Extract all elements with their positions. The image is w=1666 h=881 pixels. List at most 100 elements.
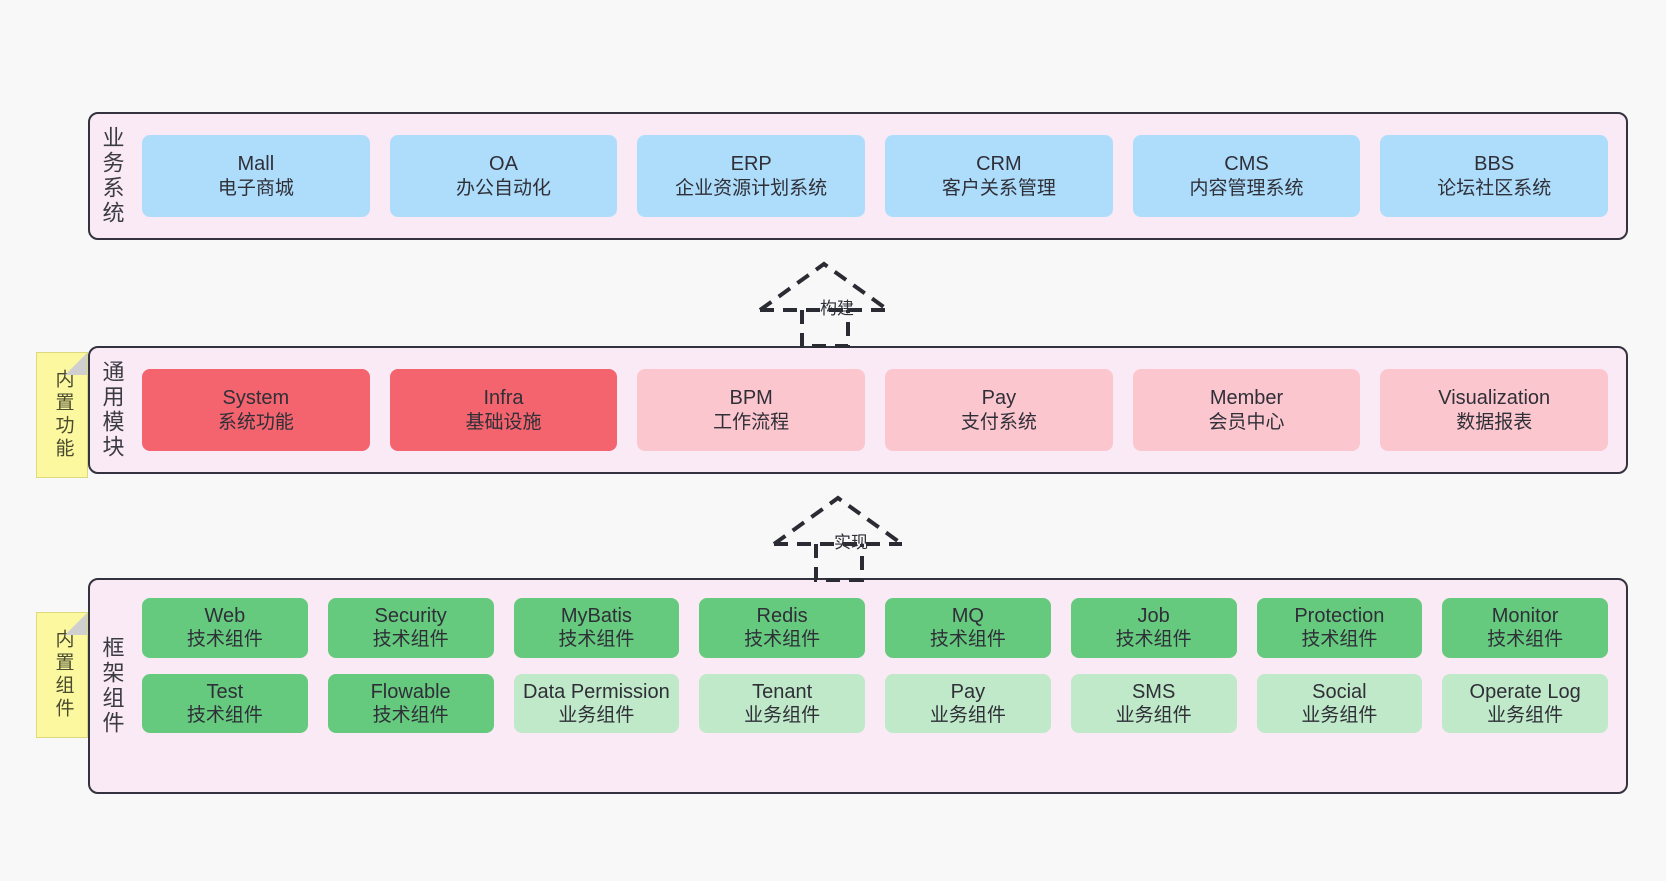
box-cn-label: 电子商城 <box>217 177 294 199</box>
box-cn-label: 内容管理系统 <box>1189 177 1304 199</box>
box-en-label: Security <box>374 605 447 627</box>
box-cn-label: 业务组件 <box>929 704 1006 726</box>
box-en-label: MyBatis <box>560 605 632 627</box>
box-en-label: Operate Log <box>1469 680 1581 703</box>
box-en-label: Tenant <box>752 680 813 703</box>
box-cn-label: 技术组件 <box>186 704 263 726</box>
component-box-flowable[interactable]: Flowable 技术组件 <box>327 673 494 734</box>
arrow-implement-label: 实现 <box>834 533 868 552</box>
box-cn-label: 技术组件 <box>744 629 821 651</box>
component-box-mq[interactable]: MQ 技术组件 <box>885 598 1051 658</box>
layer-framework-rows: Web 技术组件 Security 技术组件 MyBatis 技术组件 Redi… <box>134 580 1626 792</box>
layer-framework-title: 框架组件 <box>99 636 125 736</box>
box-cn-label: 业务组件 <box>744 704 821 726</box>
component-box-redis[interactable]: Redis 技术组件 <box>699 598 865 658</box>
component-box-sms[interactable]: SMS 业务组件 <box>1070 673 1237 734</box>
module-box-infra[interactable]: Infra 基础设施 <box>389 369 618 451</box>
system-box-mall[interactable]: Mall 电子商城 <box>142 135 370 217</box>
box-cn-label: 技术组件 <box>558 629 635 651</box>
box-cn-label: 技术组件 <box>1115 629 1192 651</box>
box-cn-label: 数据报表 <box>1456 411 1533 433</box>
note-builtin-components-label: 内置组件 <box>52 629 74 721</box>
box-en-label: Pay <box>950 680 986 703</box>
layer-common-modules: 通用模块 System 系统功能 Infra 基础设施 BPM 工作流程 Pay… <box>88 346 1628 474</box>
box-en-label: Test <box>206 680 244 703</box>
module-box-bpm[interactable]: BPM 工作流程 <box>637 369 866 451</box>
box-en-label: SMS <box>1131 680 1176 703</box>
module-box-visualization[interactable]: Visualization 数据报表 <box>1380 369 1609 451</box>
box-en-label: Visualization <box>1438 387 1551 410</box>
box-en-label: Redis <box>756 605 808 627</box>
box-cn-label: 办公自动化 <box>456 177 552 199</box>
layer-modules-boxes: System 系统功能 Infra 基础设施 BPM 工作流程 Pay 支付系统… <box>134 348 1626 472</box>
note-builtin-features: 内置功能 <box>36 352 88 478</box>
component-box-data-permission[interactable]: Data Permission 业务组件 <box>513 673 680 734</box>
arrow-implement: 实现 <box>766 490 926 582</box>
box-en-label: Member <box>1209 387 1284 410</box>
system-box-bbs[interactable]: BBS 论坛社区系统 <box>1380 135 1609 217</box>
system-box-oa[interactable]: OA 办公自动化 <box>389 135 618 217</box>
box-cn-label: 支付系统 <box>960 411 1037 433</box>
box-en-label: BPM <box>729 387 773 410</box>
framework-row-business: Test 技术组件 Flowable 技术组件 Data Permission … <box>142 673 1608 734</box>
component-box-operate-log[interactable]: Operate Log 业务组件 <box>1442 673 1608 734</box>
box-cn-label: 业务组件 <box>558 704 635 726</box>
component-box-protection[interactable]: Protection 技术组件 <box>1256 598 1423 658</box>
box-en-label: Job <box>1137 605 1170 627</box>
box-cn-label: 技术组件 <box>1487 629 1564 651</box>
box-en-label: Monitor <box>1491 605 1559 627</box>
system-box-erp[interactable]: ERP 企业资源计划系统 <box>637 135 866 217</box>
module-box-member[interactable]: Member 会员中心 <box>1132 369 1361 451</box>
box-cn-label: 技术组件 <box>186 629 263 651</box>
box-en-label: MQ <box>951 605 984 627</box>
box-en-label: ERP <box>730 153 772 176</box>
box-en-label: OA <box>489 153 518 176</box>
box-en-label: Mall <box>237 153 275 176</box>
box-en-label: Social <box>1312 680 1367 703</box>
box-cn-label: 企业资源计划系统 <box>675 177 828 199</box>
arrow-build-icon <box>758 261 890 348</box>
box-en-label: Data Permission <box>523 680 670 703</box>
box-cn-label: 系统功能 <box>217 411 294 433</box>
component-box-mybatis[interactable]: MyBatis 技术组件 <box>513 598 680 658</box>
box-cn-label: 业务组件 <box>1115 704 1192 726</box>
component-box-security[interactable]: Security 技术组件 <box>327 598 494 658</box>
component-box-tenant[interactable]: Tenant 业务组件 <box>699 673 865 734</box>
system-box-crm[interactable]: CRM 客户关系管理 <box>885 135 1113 217</box>
box-en-label: Infra <box>483 387 524 410</box>
box-en-label: BBS <box>1474 153 1515 176</box>
component-box-monitor[interactable]: Monitor 技术组件 <box>1442 598 1608 658</box>
box-cn-label: 技术组件 <box>1301 629 1378 651</box>
box-en-label: Flowable <box>370 680 451 703</box>
box-cn-label: 业务组件 <box>1487 704 1564 726</box>
box-en-label: System <box>222 387 290 410</box>
component-box-web[interactable]: Web 技术组件 <box>142 598 308 658</box>
framework-row-technical: Web 技术组件 Security 技术组件 MyBatis 技术组件 Redi… <box>142 598 1608 658</box>
box-en-label: Pay <box>981 387 1017 410</box>
box-cn-label: 论坛社区系统 <box>1437 177 1552 199</box>
note-builtin-components: 内置组件 <box>36 612 88 738</box>
layer-modules-title: 通用模块 <box>99 360 125 460</box>
module-box-pay[interactable]: Pay 支付系统 <box>885 369 1113 451</box>
box-cn-label: 技术组件 <box>372 629 449 651</box>
layer-business-systems: 业务系统 Mall 电子商城 OA 办公自动化 ERP 企业资源计划系统 CRM… <box>88 112 1628 240</box>
component-box-test[interactable]: Test 技术组件 <box>142 673 308 734</box>
box-en-label: CMS <box>1224 153 1269 176</box>
box-cn-label: 技术组件 <box>929 629 1006 651</box>
arrow-build-label: 构建 <box>820 299 854 318</box>
component-box-job[interactable]: Job 技术组件 <box>1070 598 1237 658</box>
box-cn-label: 工作流程 <box>713 411 790 433</box>
module-box-system[interactable]: System 系统功能 <box>142 369 370 451</box>
arrow-build: 构建 <box>752 258 912 348</box>
box-cn-label: 客户关系管理 <box>941 177 1056 199</box>
box-cn-label: 会员中心 <box>1208 411 1285 433</box>
system-box-cms[interactable]: CMS 内容管理系统 <box>1132 135 1361 217</box>
component-box-social[interactable]: Social 业务组件 <box>1256 673 1423 734</box>
layer-business-title: 业务系统 <box>99 126 125 226</box>
box-en-label: Web <box>204 605 246 627</box>
component-box-pay[interactable]: Pay 业务组件 <box>885 673 1051 734</box>
box-en-label: CRM <box>976 153 1022 176</box>
box-cn-label: 业务组件 <box>1301 704 1378 726</box>
arrow-implement-icon <box>772 495 904 582</box>
